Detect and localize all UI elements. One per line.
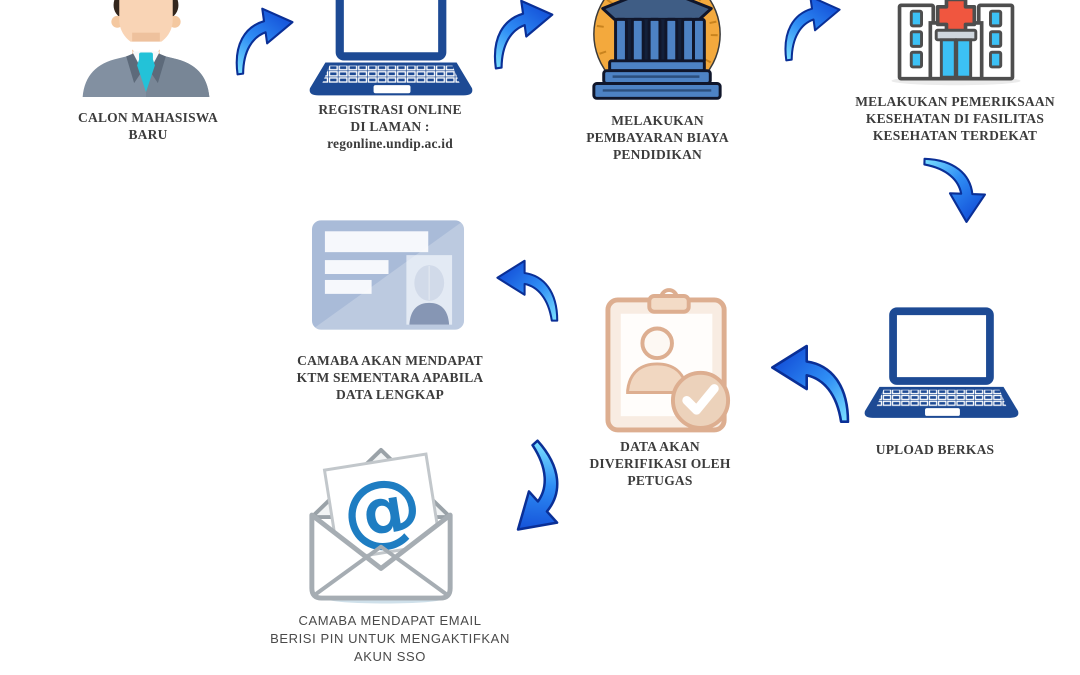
label-line: AKUN SSO <box>354 649 426 664</box>
label-line: UPLOAD BERKAS <box>875 442 995 457</box>
label-line: KESEHATAN TERDEKAT <box>872 128 1038 143</box>
label-line: BARU <box>128 127 168 142</box>
label-line: CAMABA MENDAPAT EMAIL <box>298 613 482 628</box>
label-line: KTM SEMENTARA APABILA <box>296 370 484 385</box>
label-line: DATA AKAN <box>620 439 700 454</box>
label-line: PEMBAYARAN BIAYA <box>586 130 729 145</box>
clipboard-check-icon <box>605 288 731 433</box>
label-pemeriksaan: MELAKUKAN PEMERIKSAAN KESEHATAN DI FASIL… <box>855 93 1055 144</box>
label-line: PETUGAS <box>627 473 693 488</box>
label-registrasi-online: REGISTRASI ONLINE DI LAMAN : regonline.u… <box>295 101 485 152</box>
label-upload-berkas: UPLOAD BERKAS <box>845 441 1025 458</box>
laptop-icon <box>309 0 473 96</box>
label-line: CAMABA AKAN MENDAPAT <box>297 353 483 368</box>
laptop-icon <box>864 307 1019 418</box>
label-line: PENDIDIKAN <box>612 147 702 162</box>
label-calon-mahasiswa: CALON MAHASISWA BARU <box>63 109 233 143</box>
label-line: MELAKUKAN <box>611 113 704 128</box>
label-line: MELAKUKAN PEMERIKSAAN <box>855 94 1055 109</box>
label-line: KESEHATAN DI FASILITAS <box>865 111 1045 126</box>
label-line: BERISI PIN UNTUK MENGAKTIFKAN <box>270 631 510 646</box>
label-ktm: CAMABA AKAN MENDAPAT KTM SEMENTARA APABI… <box>295 352 485 403</box>
label-line: DIVERIFIKASI OLEH <box>589 456 731 471</box>
bank-icon <box>592 0 722 100</box>
hospital-icon <box>891 0 1021 86</box>
label-line: REGISTRASI ONLINE <box>318 102 462 117</box>
label-pembayaran: MELAKUKAN PEMBAYARAN BIAYA PENDIDIKAN <box>565 112 750 163</box>
flow-arrow-right-icon <box>776 0 847 62</box>
flow-arrow-right-icon <box>227 3 300 76</box>
flow-arrow-right-icon <box>485 0 560 70</box>
label-email-pin: CAMABA MENDAPAT EMAIL BERISI PIN UNTUK M… <box>270 612 510 666</box>
flow-arrow-down-icon <box>921 157 988 224</box>
label-line: CALON MAHASISWA <box>78 110 218 125</box>
student-icon <box>82 0 210 97</box>
label-line: DI LAMAN : <box>350 119 430 134</box>
label-line: DATA LENGKAP <box>335 387 445 402</box>
label-line: regonline.undip.ac.id <box>327 136 453 151</box>
label-verifikasi: DATA AKAN DIVERIFIKASI OLEH PETUGAS <box>575 438 745 489</box>
flow-arrow-left-icon <box>496 259 559 322</box>
flow-arrow-left-icon <box>771 344 850 423</box>
email-at-icon: @ <box>309 447 453 604</box>
id-card-icon <box>311 220 465 330</box>
